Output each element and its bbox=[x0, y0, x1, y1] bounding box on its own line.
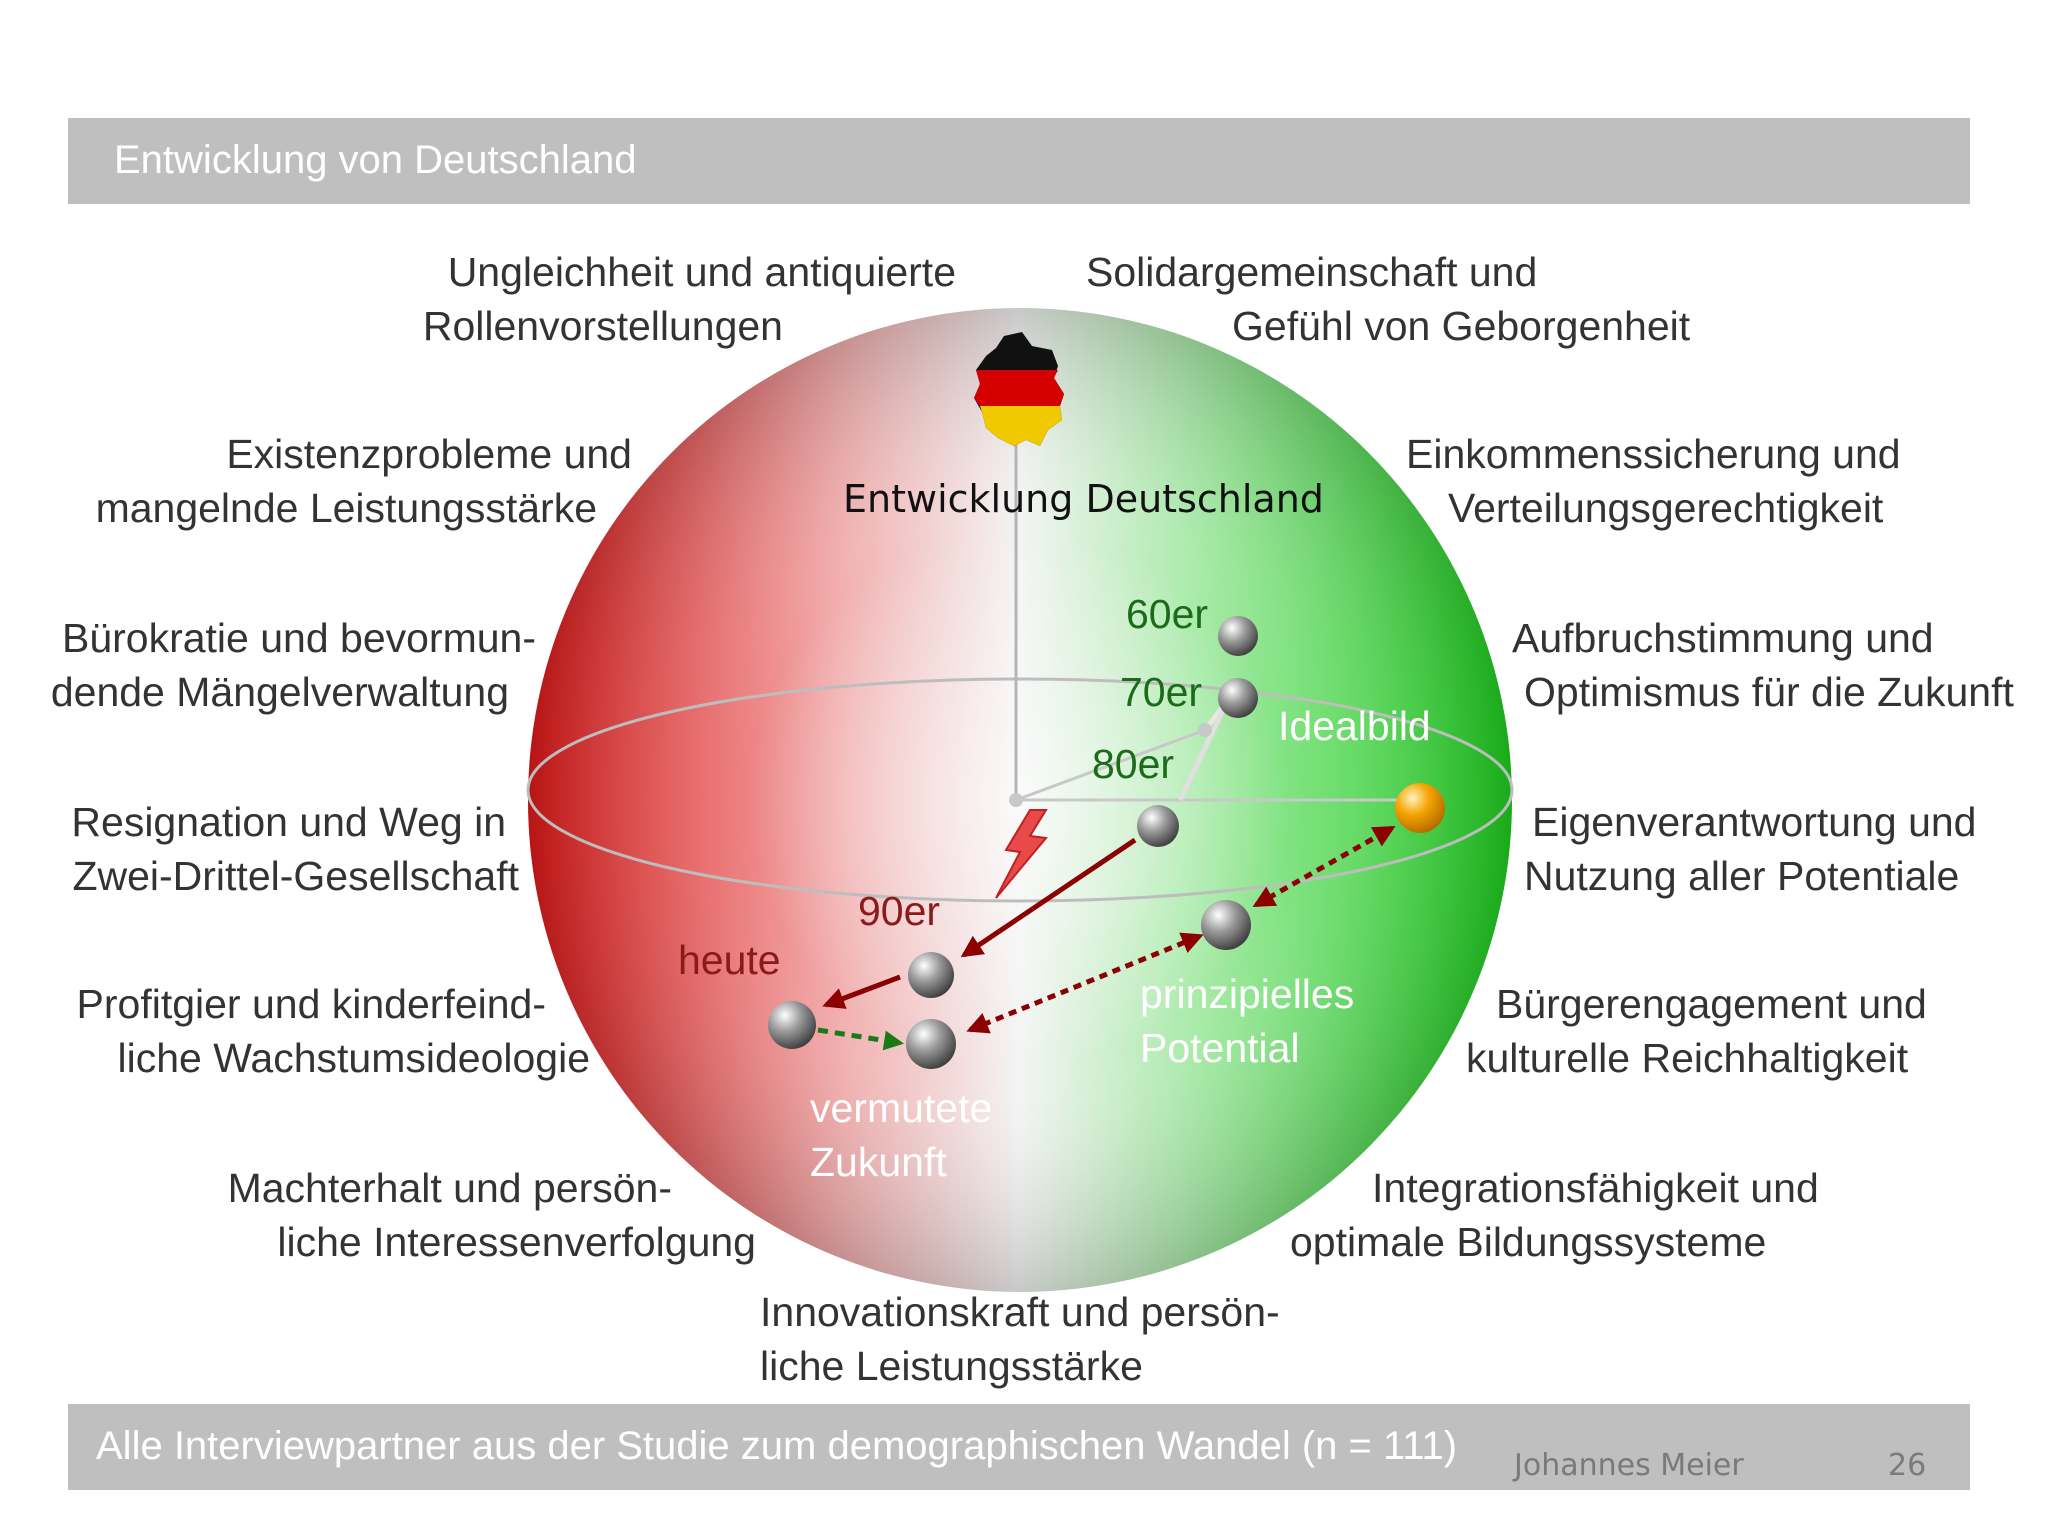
footer-text: Alle Interviewpartner aus der Studie zum… bbox=[96, 1424, 1458, 1468]
right-label-4b: Nutzung aller Potentiale bbox=[1524, 853, 1959, 899]
ball-70er bbox=[1218, 678, 1258, 718]
left-label-5b: liche Wachstumsideologie bbox=[118, 1035, 590, 1081]
right-label-3a: Aufbruchstimmung und bbox=[1512, 615, 1934, 661]
page-title: Entwicklung von Deutschland bbox=[114, 138, 637, 182]
left-label-3a: Bürokratie und bevormun- bbox=[62, 615, 536, 661]
label-potential-2: Potential bbox=[1140, 1025, 1300, 1071]
label-idealbild: Idealbild bbox=[1278, 703, 1431, 749]
title-bar: Entwicklung von Deutschland bbox=[68, 118, 1970, 204]
today-arrow bbox=[822, 974, 901, 1009]
bottom-label-a: Innovationskraft und persön- bbox=[760, 1289, 1280, 1335]
germany-flag-icon bbox=[974, 332, 1064, 446]
left-label-1a: Ungleichheit und antiquierte bbox=[448, 249, 956, 295]
left-label-4a: Resignation und Weg in bbox=[71, 799, 506, 845]
page-number: 26 bbox=[1888, 1448, 1927, 1483]
left-label-3b: dende Mängelverwaltung bbox=[51, 669, 509, 715]
footer-bar: Alle Interviewpartner aus der Studie zum… bbox=[68, 1404, 1970, 1490]
bottom-label-b: liche Leistungsstärke bbox=[760, 1343, 1143, 1389]
axis-node-dot bbox=[1198, 723, 1212, 737]
ball-heute bbox=[768, 1001, 816, 1049]
label-future-2: Zukunft bbox=[810, 1139, 947, 1185]
right-label-3b: Optimismus für die Zukunft bbox=[1524, 669, 2014, 715]
label-potential-1: prinzipielles bbox=[1140, 971, 1354, 1017]
ball-future bbox=[906, 1019, 956, 1069]
label-80er: 80er bbox=[1092, 741, 1174, 787]
future-arrow bbox=[817, 1027, 904, 1051]
left-label-2a: Existenzprobleme und bbox=[226, 431, 632, 477]
label-heute: heute bbox=[678, 937, 781, 983]
left-label-1b: Rollenvorstellungen bbox=[423, 303, 783, 349]
right-labels: Solidargemeinschaft und Gefühl von Gebor… bbox=[1086, 249, 2014, 1265]
right-label-1a: Solidargemeinschaft und bbox=[1086, 249, 1537, 295]
right-label-5b: kulturelle Reichhaltigkeit bbox=[1466, 1035, 1909, 1081]
label-90er: 90er bbox=[858, 888, 940, 934]
left-labels: Ungleichheit und antiquierte Rollenvorst… bbox=[51, 249, 956, 1265]
label-future-1: vermutete bbox=[810, 1085, 992, 1131]
right-label-2b: Verteilungsgerechtigkeit bbox=[1448, 485, 1884, 531]
right-label-4a: Eigenverantwortung und bbox=[1532, 799, 1976, 845]
ball-80er bbox=[1137, 805, 1179, 847]
equator-ellipse bbox=[526, 677, 1514, 903]
label-60er: 60er bbox=[1126, 591, 1208, 637]
right-label-5a: Bürgerengagement und bbox=[1496, 981, 1927, 1027]
lightning-icon bbox=[995, 809, 1048, 899]
ball-potential bbox=[1201, 900, 1251, 950]
left-label-6a: Machterhalt und persön- bbox=[228, 1165, 672, 1211]
ball-ideal bbox=[1395, 783, 1445, 833]
axis-origin-dot bbox=[1009, 793, 1023, 807]
right-label-6b: optimale Bildungssysteme bbox=[1290, 1219, 1766, 1265]
right-label-1b: Gefühl von Geborgenheit bbox=[1232, 303, 1691, 349]
connector-line-2 bbox=[1177, 698, 1231, 802]
label-70er: 70er bbox=[1120, 669, 1202, 715]
diagonal-axis-line bbox=[1015, 728, 1206, 802]
ball-90er bbox=[908, 952, 954, 998]
left-label-2b: mangelnde Leistungsstärke bbox=[96, 485, 597, 531]
right-label-6a: Integrationsfähigkeit und bbox=[1372, 1165, 1819, 1211]
center-label: Entwicklung Deutschland bbox=[843, 477, 1324, 521]
right-label-2a: Einkommenssicherung und bbox=[1406, 431, 1901, 477]
left-label-6b: liche Interessenverfolgung bbox=[277, 1219, 756, 1265]
left-label-4b: Zwei-Drittel-Gesellschaft bbox=[72, 853, 519, 899]
left-label-5a: Profitgier und kinderfeind- bbox=[77, 981, 546, 1027]
ball-60er bbox=[1218, 616, 1258, 656]
author-name: Johannes Meier bbox=[1514, 1448, 1744, 1483]
ideal-gap-arrow bbox=[1252, 825, 1396, 908]
